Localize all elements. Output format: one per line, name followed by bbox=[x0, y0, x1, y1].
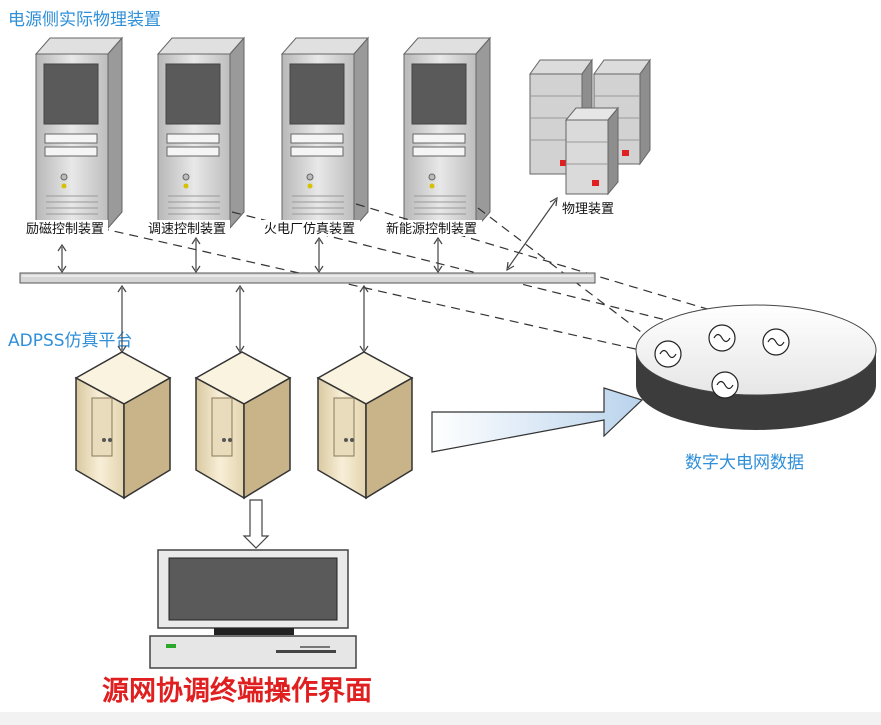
adpss-server-2 bbox=[194, 351, 292, 500]
adpss-server-1 bbox=[74, 351, 172, 500]
device-label-1: 励磁控制装置 bbox=[24, 220, 108, 237]
data-flow-arrow bbox=[431, 387, 644, 453]
terminal-computer bbox=[149, 549, 357, 669]
bus-adpss-arrows bbox=[117, 284, 369, 354]
device-tower-1 bbox=[34, 36, 124, 230]
grid-data-label: 数字大电网数据 bbox=[685, 453, 804, 473]
device-tower-4 bbox=[402, 36, 492, 230]
grid-data-disc bbox=[635, 304, 877, 430]
device-label-2: 调速控制装置 bbox=[146, 220, 230, 237]
svg-text:火电厂仿真装置: 火电厂仿真装置 bbox=[264, 222, 355, 237]
bus-bar bbox=[19, 272, 596, 284]
adpss-section-label: ADPSS仿真平台 bbox=[8, 331, 133, 351]
physical-section-label: 电源侧实际物理装置 bbox=[8, 10, 161, 30]
svg-text:调速控制装置: 调速控制装置 bbox=[148, 222, 226, 237]
device-tower-2 bbox=[156, 36, 246, 230]
svg-text:新能源控制装置: 新能源控制装置 bbox=[386, 221, 477, 237]
device-label-3: 火电厂仿真装置 bbox=[262, 220, 360, 237]
adpss-server-3 bbox=[316, 351, 414, 500]
physical-device-label: 物理装置 bbox=[562, 202, 614, 217]
server-terminal-arrow bbox=[242, 499, 270, 549]
physical-device-servers bbox=[529, 58, 651, 196]
device-tower-3 bbox=[280, 36, 370, 230]
svg-text:励磁控制装置: 励磁控制装置 bbox=[26, 222, 104, 237]
terminal-title: 源网协调终端操作界面 bbox=[102, 675, 372, 707]
device-bus-arrows bbox=[57, 196, 558, 274]
device-label-4: 新能源控制装置 bbox=[384, 220, 482, 237]
